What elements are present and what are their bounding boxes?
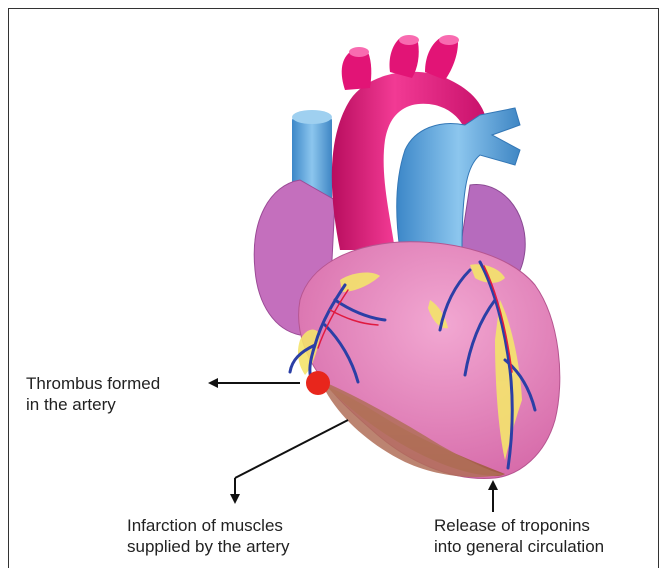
thrombus-arrow (208, 378, 300, 388)
label-infarction: Infarction of muscles supplied by the ar… (127, 515, 290, 557)
label-infarction-line1: Infarction of muscles (127, 515, 290, 536)
label-troponin: Release of troponins into general circul… (434, 515, 604, 557)
label-troponin-line1: Release of troponins (434, 515, 604, 536)
label-thrombus-line1: Thrombus formed (26, 373, 160, 394)
label-thrombus: Thrombus formed in the artery (26, 373, 160, 415)
troponin-arrow (488, 480, 498, 512)
thrombus-marker (306, 371, 330, 395)
label-thrombus-line2: in the artery (26, 394, 160, 415)
infarction-arrow (230, 420, 348, 504)
label-infarction-line2: supplied by the artery (127, 536, 290, 557)
label-troponin-line2: into general circulation (434, 536, 604, 557)
